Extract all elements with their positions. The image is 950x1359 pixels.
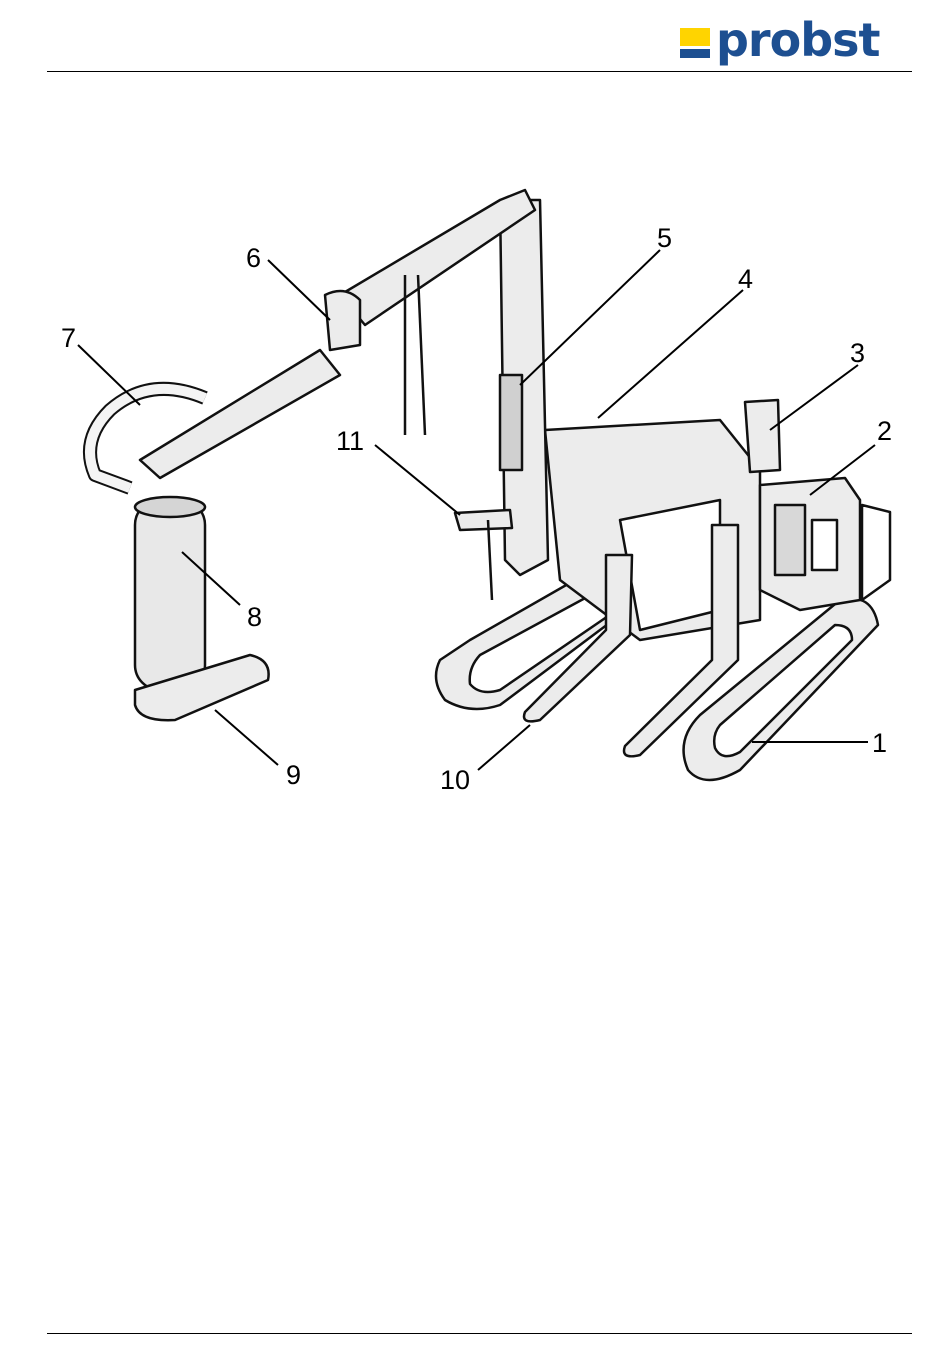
callout-9: 9 (286, 760, 301, 790)
footer-rule (47, 1333, 912, 1334)
callout-10: 10 (440, 765, 470, 795)
callout-2: 2 (877, 416, 892, 446)
extension-arm (140, 350, 340, 478)
attachment (455, 510, 512, 530)
post (325, 291, 360, 350)
callout-7: 7 (61, 323, 76, 353)
callout-3: 3 (850, 338, 865, 368)
control-box (745, 400, 780, 472)
lifting-tube (135, 500, 205, 690)
callout-4: 4 (738, 264, 753, 294)
callout-1: 1 (872, 728, 887, 758)
callout-5: 5 (657, 223, 672, 253)
callout-8: 8 (247, 602, 262, 632)
callout-6: 6 (246, 243, 261, 273)
callout-11: 11 (336, 426, 364, 456)
